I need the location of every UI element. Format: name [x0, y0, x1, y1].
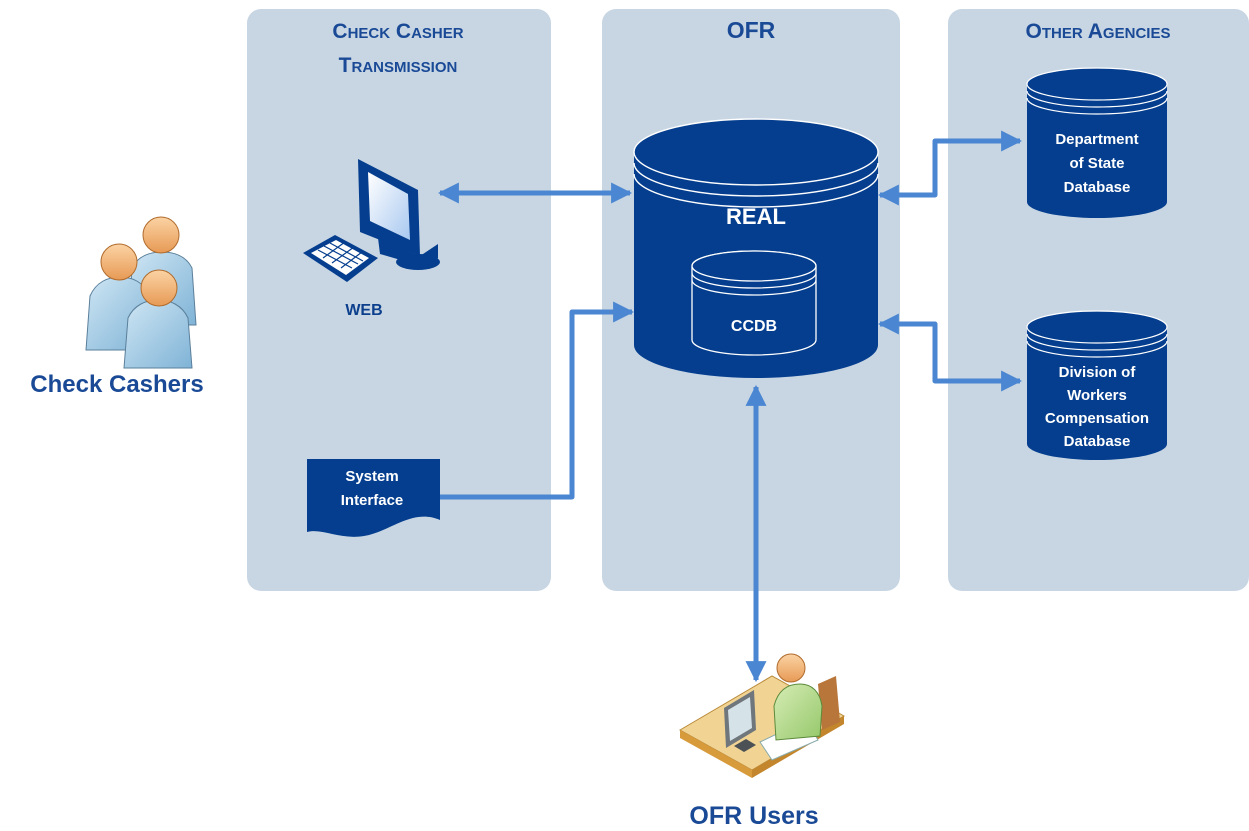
dos-db-label-line1: Department: [1055, 131, 1138, 148]
dwc-db-label-line1: Division of: [1059, 364, 1137, 381]
ccdb-database-icon: [691, 250, 817, 356]
document-icon: [307, 459, 440, 537]
connectors: [437, 130, 1023, 683]
dos-database-icon: [1026, 67, 1168, 218]
dwc-db-label-line4: Database: [1064, 433, 1131, 450]
ofr-users-label: OFR Users: [689, 802, 818, 830]
computer-icon: [303, 159, 440, 282]
desk-user-icon: [678, 653, 846, 778]
real-label: REAL: [726, 204, 786, 229]
panel-title-ofr: OFR: [727, 17, 776, 43]
dos-db-label-line2: of State: [1069, 155, 1124, 172]
panel-title-check-casher: Check Casher: [332, 20, 463, 43]
dwc-database-icon: [1026, 310, 1168, 460]
user-group-icon: [85, 216, 197, 369]
check-cashers-label: Check Cashers: [30, 371, 203, 398]
arrow-system-interface-real: [440, 301, 635, 500]
arrow-real-dwc-db: [877, 313, 1023, 392]
panel-other-agencies: [948, 9, 1249, 591]
web-label: WEB: [345, 302, 382, 319]
panel-title-other-agencies: Other Agencies: [1026, 20, 1171, 43]
ccdb-label: CCDB: [731, 318, 777, 335]
dos-db-label-line3: Database: [1064, 179, 1131, 196]
dwc-db-label-line3: Compensation: [1045, 410, 1149, 427]
panel-title-transmission: Transmission: [339, 54, 458, 77]
arrow-real-dos-db: [877, 130, 1023, 206]
dwc-db-label-line2: Workers: [1067, 387, 1127, 404]
system-interface-label-line2: Interface: [341, 492, 404, 509]
system-interface-label-line1: System: [345, 468, 398, 485]
panel-check-casher-transmission: [247, 9, 551, 591]
